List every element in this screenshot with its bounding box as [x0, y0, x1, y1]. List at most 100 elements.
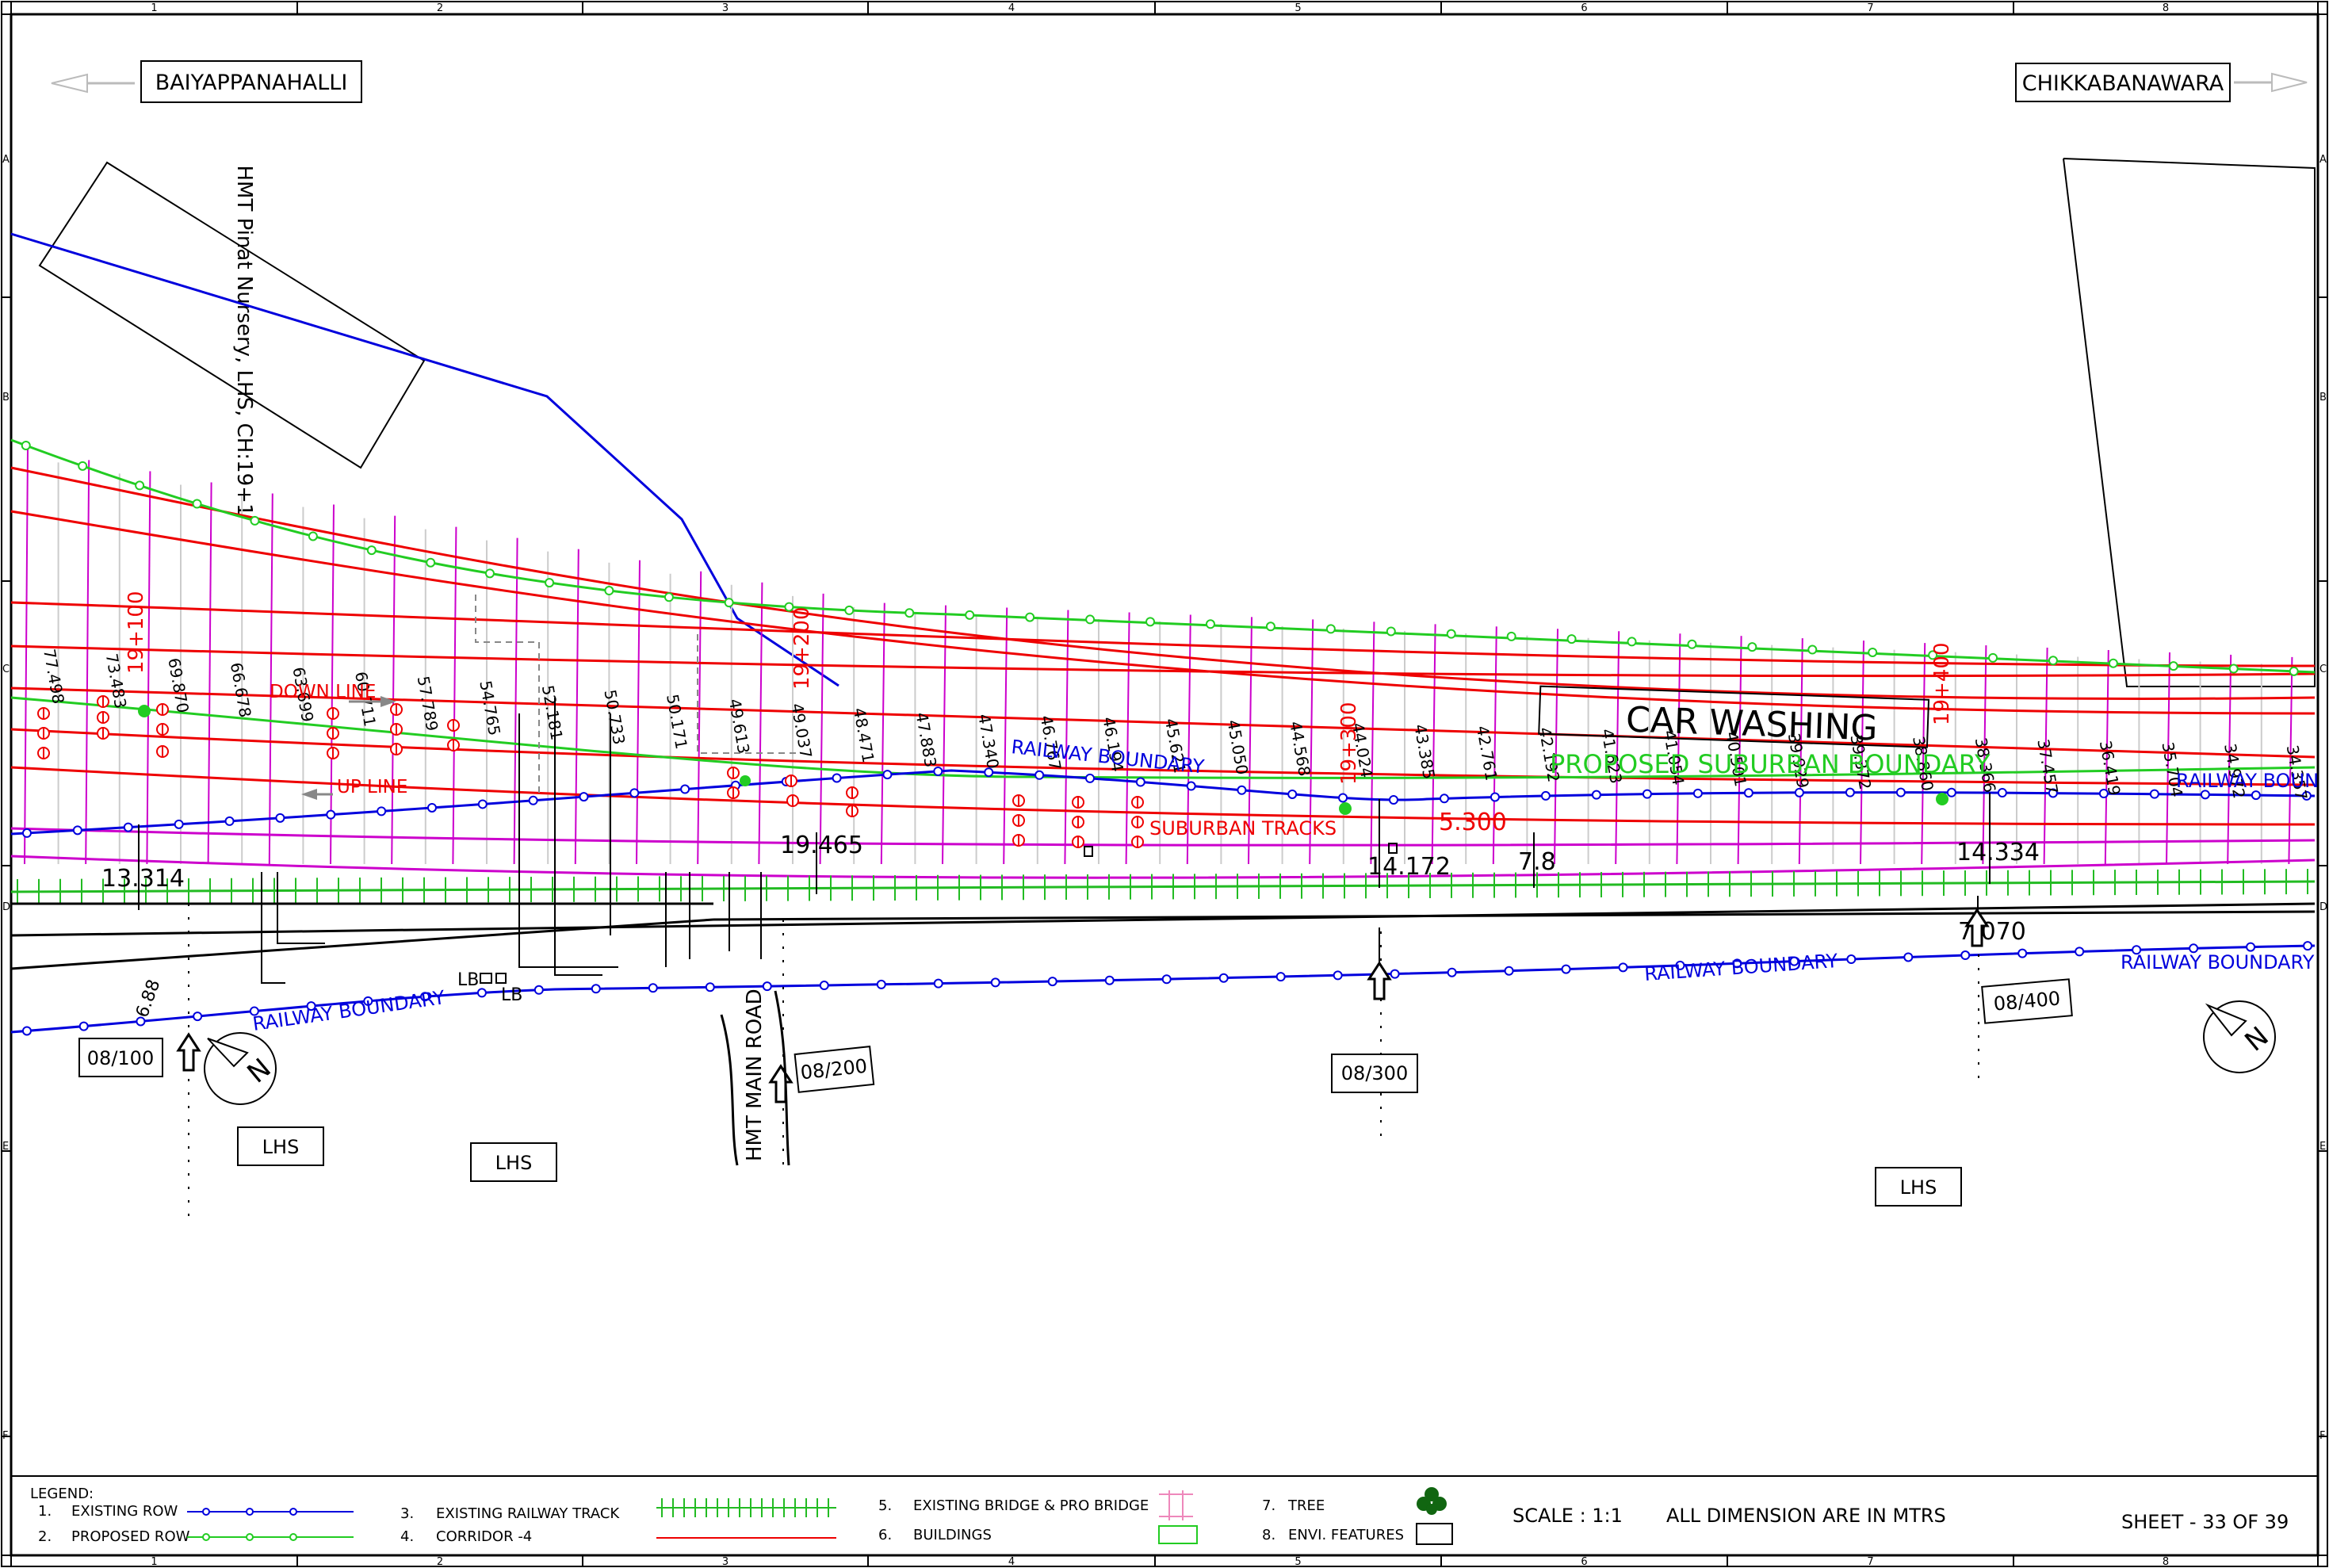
legend-envi-features: ENVI. FEATURES — [1288, 1527, 1404, 1543]
frame-col-label: 3 — [722, 1556, 729, 1568]
marker-08-100: 08/100 — [87, 1047, 154, 1069]
railway-track-line — [10, 880, 2316, 893]
frame-row-label: A — [2, 154, 10, 166]
marker-08-300: 08/300 — [1341, 1062, 1408, 1084]
legend-track-symbol — [656, 1498, 836, 1517]
railway-boundary-label-5: RAILWAY BOUNDARY — [2121, 951, 2315, 973]
width-label: 49.037 — [787, 702, 816, 759]
legend-bridge-symbol — [1159, 1490, 1193, 1520]
marker-boxes: 08/100 08/200 08/300 08/400 — [78, 978, 2073, 1093]
dimension-14334: 14.334 — [1956, 839, 2040, 866]
width-label: 57.789 — [414, 675, 442, 732]
frame-col-label: 5 — [1295, 1556, 1301, 1568]
frame-col-label: 1 — [151, 1556, 157, 1568]
proposed-row-line — [10, 438, 2316, 674]
cross-section-lines — [24, 449, 2293, 865]
proposed-boundary-label: PROPOSED SUBURBAN BOUNDARY — [1550, 749, 1991, 779]
width-label: 54.765 — [476, 679, 504, 737]
corridor-poles — [37, 695, 1144, 848]
up-line-label: UP LINE — [337, 777, 407, 797]
width-label: 37.457 — [2033, 737, 2062, 795]
frame-col-label: 7 — [1867, 2, 1873, 14]
tree-icon — [1417, 1487, 1447, 1515]
frame-row-label: B — [2319, 392, 2327, 403]
railway-track-sleepers — [17, 869, 2308, 904]
survey-points — [138, 705, 1948, 815]
frame-row-label: F — [2, 1430, 8, 1442]
dimension-14172: 14.172 — [1367, 853, 1451, 881]
nursery-label: HMT Pinat Nursery, LHS, CH:19+1 — [232, 165, 256, 516]
frame-col-label: 1 — [151, 2, 157, 14]
width-label: 52.181 — [538, 683, 567, 741]
suburban-tracks-label: SUBURBAN TRACKS — [1149, 817, 1337, 839]
right-building-outline — [2063, 158, 2316, 687]
chainage-labels: 19+100 19+200 19+300 19+400 — [124, 591, 1954, 786]
legend-no-8: 8. — [1262, 1527, 1275, 1543]
frame-row-label: F — [2319, 1430, 2325, 1442]
dimension-688: 6.88 — [132, 977, 164, 1020]
railway-boundary-lower-markers — [21, 941, 2313, 1036]
frame-col-label: 2 — [437, 1556, 443, 1568]
north-arrow-right: N — [2203, 1000, 2276, 1073]
chainage-grid — [57, 462, 2262, 864]
legend-tree: TREE — [1287, 1497, 1325, 1514]
frame-col-label: 6 — [1581, 2, 1587, 14]
corridor-edge-lines — [10, 827, 2316, 879]
legend-sheet: SHEET - 33 OF 39 — [2121, 1511, 2289, 1533]
legend-existing-row: EXISTING ROW — [71, 1503, 178, 1520]
railway-boundary-label-3: RAILWAY BOUNDARY — [251, 986, 446, 1035]
chainage-19-400: 19+400 — [1930, 643, 1954, 726]
blue-diagonal-line — [10, 232, 839, 687]
frame-col-label: 4 — [1008, 2, 1015, 14]
dimension-values: 13.314 19.465 14.172 7.8 14.334 7.070 5.… — [101, 809, 2040, 1020]
frame-col-label: 3 — [722, 2, 729, 14]
lb-label-1: LB — [457, 970, 479, 990]
lhs-label-3: LHS — [1900, 1176, 1937, 1199]
hmt-main-road: HMT MAIN ROAD — [720, 989, 790, 1166]
legend-no-7: 7. — [1262, 1497, 1275, 1514]
frame-col-label: 6 — [1581, 1556, 1587, 1568]
nursery-building-outline — [38, 161, 426, 469]
chainage-19-200: 19+200 — [790, 607, 814, 690]
frame-row-label: C — [2319, 664, 2327, 675]
dimension-5300: 5.300 — [1439, 809, 1507, 836]
dimension-78: 7.8 — [1518, 848, 1556, 876]
width-label: 69.870 — [164, 656, 193, 714]
width-label: 50.733 — [600, 688, 629, 746]
legend-proposed-row: PROPOSED ROW — [71, 1528, 190, 1545]
legend-buildings-symbol — [1158, 1525, 1198, 1544]
width-label: 47.340 — [974, 713, 1003, 771]
width-label: 49.613 — [725, 698, 754, 755]
lhs-label-1: LHS — [262, 1136, 300, 1158]
down-line-arrow — [349, 696, 396, 707]
legend-no-5: 5. — [878, 1497, 892, 1514]
width-label: 36.419 — [2096, 739, 2124, 797]
frame-row-label: A — [2319, 154, 2327, 166]
station-left-label: BAIYAPPANAHALLI — [155, 71, 348, 95]
lhs-boxes: LHS LHS LHS — [237, 1126, 1962, 1207]
legend-existing-row-symbol — [187, 1508, 354, 1516]
frame-row-label: D — [2, 901, 10, 913]
legend-no-6: 6. — [878, 1527, 892, 1543]
frame-col-label: 4 — [1008, 1556, 1015, 1568]
dimension-19465: 19.465 — [780, 832, 863, 859]
width-label: 77.498 — [40, 648, 68, 706]
width-label: 66.678 — [227, 661, 255, 719]
frame-row-label: C — [2, 664, 10, 675]
frame-row-label: E — [2, 1141, 9, 1153]
legend-scale: SCALE : 1:1 — [1513, 1505, 1623, 1527]
legend-bridge: EXISTING BRIDGE & PRO BRIDGE — [913, 1497, 1149, 1514]
frame-col-label: 5 — [1295, 2, 1301, 14]
car-washing-label: CAR WASHING — [1625, 699, 1878, 748]
black-boundary-lines — [10, 902, 2316, 970]
frame-row-label: D — [2319, 901, 2327, 913]
legend-proposed-row-symbol — [187, 1533, 354, 1541]
frame-col-label: 2 — [437, 2, 443, 14]
railway-boundary-lower — [10, 944, 2316, 1034]
chainage-19-100: 19+100 — [124, 591, 148, 675]
